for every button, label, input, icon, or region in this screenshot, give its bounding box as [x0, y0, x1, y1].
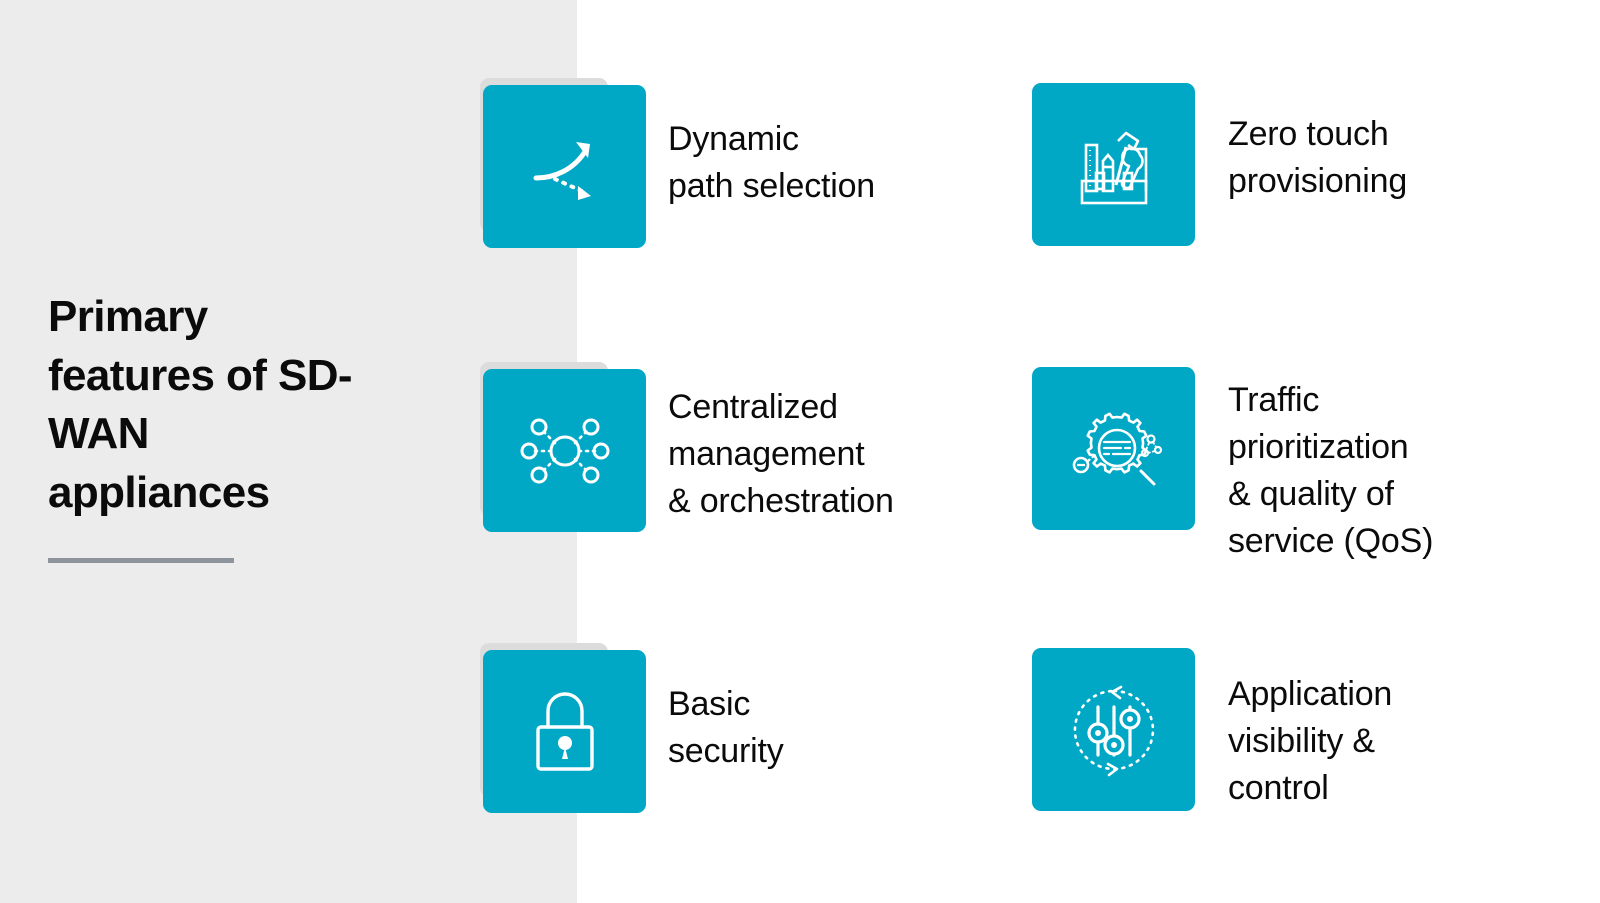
tile-wrapper [470, 78, 646, 248]
tile-wrapper [470, 362, 646, 532]
feature-item-application-visibility[interactable]: Application visibility & control [1032, 643, 1498, 812]
feature-item-dynamic-path-selection[interactable]: Dynamic path selection [470, 78, 976, 248]
padlock-icon [522, 687, 608, 777]
feature-item-centralized-management[interactable]: Centralized management & orchestration [470, 362, 976, 532]
feature-item-zero-touch-provisioning[interactable]: Zero touch provisioning [1032, 78, 1498, 246]
page-title: Primary features of SD-WAN appliances [48, 292, 353, 517]
tile-wrapper [1032, 78, 1198, 246]
sliders-cycle-icon [1065, 681, 1163, 779]
icon-tile [1032, 83, 1195, 246]
gear-magnifier-icon [1065, 403, 1163, 495]
tile-wrapper [1032, 362, 1198, 530]
feature-label: Centralized management & orchestration [668, 388, 894, 520]
feature-item-basic-security[interactable]: Basic security [470, 643, 976, 813]
icon-tile [483, 650, 646, 813]
toolbox-icon [1068, 119, 1160, 211]
feature-item-traffic-prioritization[interactable]: Traffic prioritization & quality of serv… [1032, 362, 1498, 565]
icon-tile [1032, 648, 1195, 811]
feature-label: Zero touch provisioning [1228, 115, 1408, 200]
feature-label: Traffic prioritization & quality of serv… [1228, 381, 1434, 560]
feature-label: Dynamic path selection [668, 120, 876, 205]
tile-wrapper [1032, 643, 1198, 811]
feature-label: Application visibility & control [1228, 675, 1393, 807]
feature-label: Basic security [668, 685, 784, 770]
icon-tile [1032, 367, 1195, 530]
hub-network-icon [517, 406, 613, 496]
title-block: Primary features of SD-WAN appliances [48, 288, 378, 564]
icon-tile [483, 369, 646, 532]
icon-tile [483, 85, 646, 248]
diverging-arrows-icon [520, 122, 610, 212]
tile-wrapper [470, 643, 646, 813]
title-underline-rule [48, 558, 234, 564]
